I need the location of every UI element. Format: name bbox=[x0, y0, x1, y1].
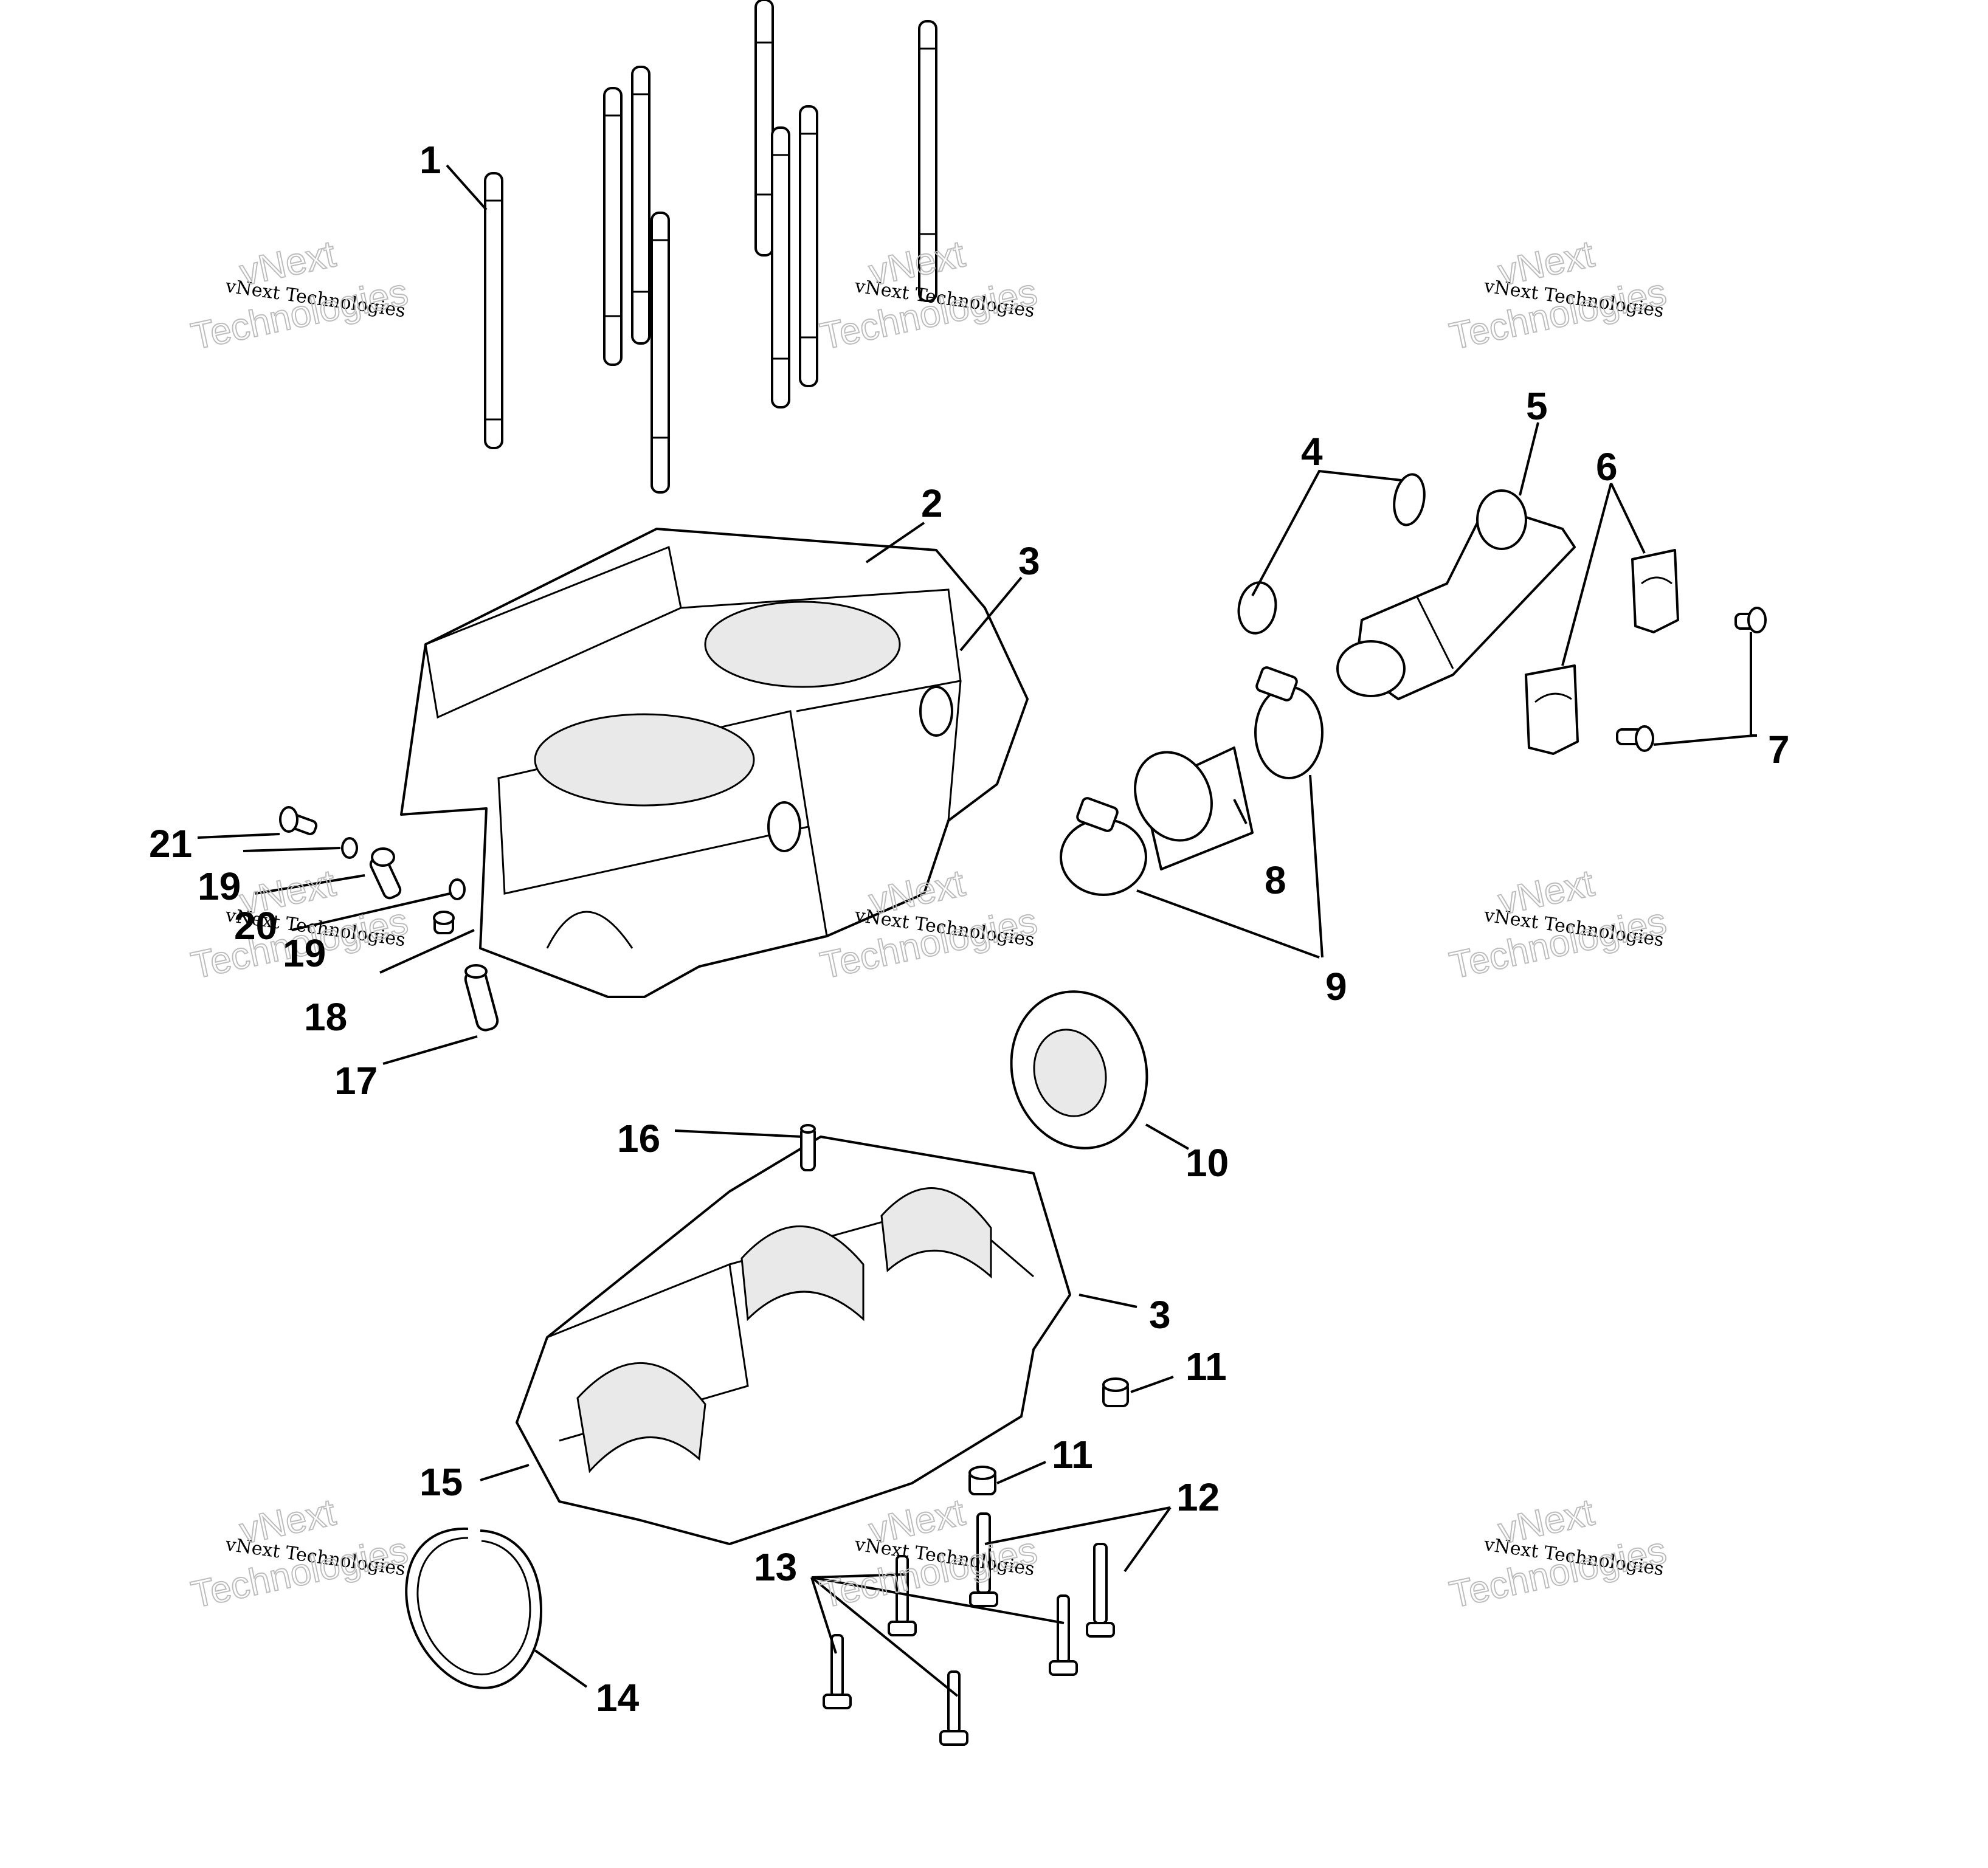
dowel-pin-16 bbox=[800, 1124, 816, 1171]
callout-15: 15 bbox=[419, 1460, 463, 1504]
callout-21: 21 bbox=[149, 822, 192, 866]
callout-18: 18 bbox=[304, 995, 347, 1039]
stud-group bbox=[484, 0, 937, 494]
callout-5: 5 bbox=[1526, 384, 1548, 428]
svg-text:Technologies: Technologies bbox=[817, 1529, 1041, 1616]
callout-3-upper: 3 bbox=[1018, 539, 1040, 583]
svg-text:vNext: vNext bbox=[236, 233, 339, 294]
screw-upper bbox=[1734, 607, 1767, 633]
stud bbox=[484, 172, 503, 449]
washer-19a bbox=[341, 837, 358, 859]
o-ring-lower bbox=[1237, 581, 1277, 635]
stud bbox=[799, 105, 818, 387]
o-ring-upper bbox=[1393, 473, 1426, 526]
callout-1: 1 bbox=[419, 138, 441, 182]
lower-crankcase bbox=[516, 1124, 1071, 1545]
plug-11-lower bbox=[968, 1466, 996, 1495]
plug-11-upper bbox=[1102, 1377, 1129, 1407]
callout-11-lower: 11 bbox=[1052, 1433, 1093, 1477]
svg-text:vNext: vNext bbox=[1495, 233, 1598, 294]
callout-6: 6 bbox=[1596, 445, 1618, 489]
svg-text:Technologies: Technologies bbox=[1446, 900, 1670, 987]
upper-crankcase bbox=[400, 528, 1029, 998]
small-hardware bbox=[279, 806, 499, 1032]
stud bbox=[651, 212, 670, 494]
callout-8: 8 bbox=[1265, 858, 1286, 902]
stud bbox=[754, 0, 774, 257]
bracket-group bbox=[1525, 549, 1767, 755]
hose-clamp-lower bbox=[1060, 797, 1147, 896]
hose-clamp-upper bbox=[1254, 666, 1324, 779]
stud bbox=[918, 20, 937, 302]
callout-9: 9 bbox=[1325, 965, 1347, 1008]
svg-text:Technologies: Technologies bbox=[188, 1529, 412, 1616]
stud bbox=[631, 66, 651, 345]
callout-17: 17 bbox=[334, 1059, 378, 1103]
svg-text:Technologies: Technologies bbox=[1446, 1529, 1670, 1616]
svg-text:vNext: vNext bbox=[236, 1491, 339, 1552]
callout-4: 4 bbox=[1301, 430, 1323, 474]
callout-13: 13 bbox=[754, 1545, 797, 1589]
callout-12: 12 bbox=[1176, 1475, 1220, 1519]
callout-7: 7 bbox=[1768, 728, 1790, 771]
callout-19-lower: 19 bbox=[283, 931, 326, 975]
svg-text:vNext: vNext bbox=[1495, 1491, 1598, 1552]
bolt bbox=[888, 1555, 917, 1636]
stud bbox=[603, 87, 623, 366]
snap-ring bbox=[405, 1527, 542, 1689]
svg-text:Technologies: Technologies bbox=[188, 271, 412, 358]
crankcase-bolts bbox=[823, 1512, 1115, 1746]
bolt bbox=[969, 1512, 998, 1607]
pin-17 bbox=[464, 964, 499, 1032]
svg-text:vNext: vNext bbox=[1495, 862, 1598, 923]
crank-seal bbox=[1010, 990, 1148, 1149]
stud bbox=[771, 126, 790, 408]
bolt bbox=[1049, 1594, 1078, 1676]
fitting-20 bbox=[369, 847, 402, 900]
callout-19-upper: 19 bbox=[198, 864, 241, 908]
svg-text:vNext: vNext bbox=[866, 1491, 968, 1552]
washer-19b bbox=[449, 878, 466, 900]
callout-labels: 1 2 3 4 5 6 7 8 9 10 11 11 12 13 14 15 1… bbox=[149, 138, 1790, 1720]
leader-lines bbox=[197, 164, 1757, 1697]
bracket-lower bbox=[1525, 664, 1579, 755]
bracket-upper bbox=[1631, 549, 1679, 633]
water-pipe bbox=[1336, 489, 1576, 700]
callout-2: 2 bbox=[921, 481, 943, 525]
bolt bbox=[823, 1634, 852, 1709]
bolt bbox=[939, 1670, 968, 1746]
bolt-21 bbox=[279, 806, 318, 835]
callout-11-upper: 11 bbox=[1186, 1345, 1227, 1388]
callout-3-lower: 3 bbox=[1149, 1293, 1171, 1337]
plug-18 bbox=[433, 911, 455, 934]
callout-16: 16 bbox=[617, 1117, 660, 1160]
callout-14: 14 bbox=[596, 1676, 640, 1720]
callout-20: 20 bbox=[234, 904, 277, 948]
screw-lower bbox=[1616, 725, 1654, 752]
callout-10: 10 bbox=[1186, 1141, 1229, 1185]
svg-text:Technologies: Technologies bbox=[1446, 271, 1670, 358]
bolt bbox=[1086, 1543, 1115, 1638]
hose-assembly bbox=[1060, 473, 1576, 896]
hose-sleeve bbox=[1134, 746, 1254, 870]
svg-text:vNext: vNext bbox=[866, 233, 968, 294]
